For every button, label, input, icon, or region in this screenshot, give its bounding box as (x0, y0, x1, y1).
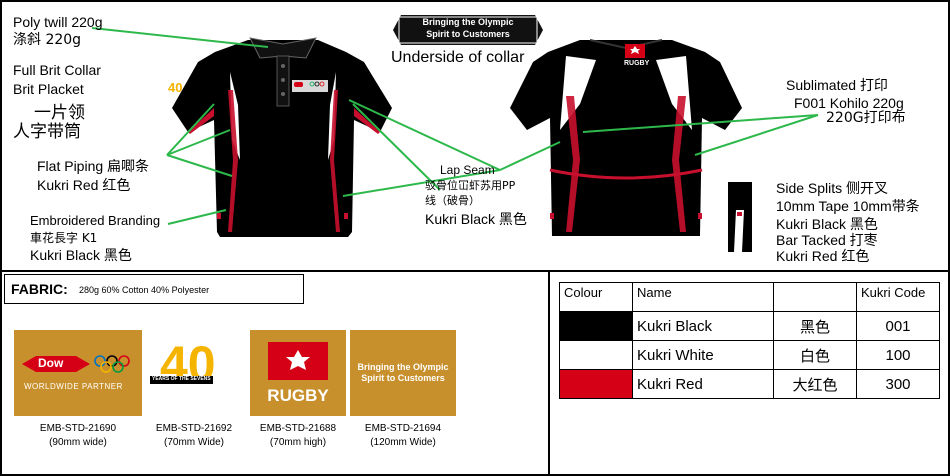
lap-seam-color: Kukri Black (425, 211, 496, 227)
section-divider-horizontal (0, 270, 950, 272)
bar-color: Kukri Red (776, 248, 838, 264)
row-code: 100 (856, 340, 940, 370)
fabric-code-zh: 220G打印布 (826, 110, 906, 126)
placket-label: Brit Placket (13, 81, 84, 97)
fabric-label: FABRIC: (11, 281, 68, 297)
piping-color: Kukri Red (37, 177, 99, 193)
row-code: 001 (856, 311, 940, 341)
forty-brand: 40 (160, 336, 216, 392)
back-badge-text: RUGBY (624, 60, 650, 67)
piping-label: Flat Piping (37, 158, 104, 174)
logo-rugby: RUGBY (250, 330, 346, 416)
logo-dow: Dow WORLDWIDE PARTNER (14, 330, 142, 416)
collar-zh: 一片领 (34, 103, 85, 123)
logo-40-years: 40 YEARS OF THE SEVENS (148, 330, 240, 416)
colour-table-header: Colour Name Kukri Code (559, 282, 940, 312)
embroidered-label: Embroidered Branding (30, 213, 161, 228)
placket-zh: 人字带筒 (13, 122, 81, 142)
header-blank (773, 282, 857, 312)
lap-seam-zh2: 线（破骨） (425, 194, 480, 207)
forty-sub: YEARS OF THE SEVENS (150, 376, 213, 384)
embroidered-color-zh: 黑色 (103, 248, 132, 264)
underside-collar-label: Underside of collar (391, 49, 525, 66)
header-name: Name (632, 282, 774, 312)
lap-seam-color-zh: 黑色 (498, 212, 527, 228)
row-zh: 黑色 (773, 311, 857, 341)
garment-illustrations: 40 (91, 27, 819, 252)
spirit-line1: Bringing the Olympic (357, 362, 449, 372)
tape-zh: 带条 (891, 199, 920, 215)
side-splits-zh: 侧开叉 (846, 181, 889, 197)
row-name: Kukri Black (632, 311, 774, 341)
tape-color-zh: 黑色 (849, 217, 878, 233)
collar-print-line2: Spirit to Customers (426, 29, 510, 39)
swatch-black (559, 311, 633, 341)
svg-text:40: 40 (168, 80, 182, 95)
collar-print-banner (393, 15, 543, 45)
row-name: Kukri White (632, 340, 774, 370)
dow-brand: Dow (38, 356, 64, 370)
bar-color-zh: 红色 (841, 249, 870, 265)
dow-sub: WORLDWIDE PARTNER (24, 382, 123, 391)
embroidered-zh: 車花長字 K1 (30, 231, 98, 245)
fabric-code: F001 Kohilo 220g (794, 95, 904, 111)
header-code: Kukri Code (856, 282, 940, 312)
table-row: Kukri White 白色 100 (559, 340, 940, 370)
back-shirt (510, 39, 742, 236)
logo-caption-3: EMB-STD-21688(70mm high) (259, 423, 337, 448)
collar-label: Full Brit Collar (13, 62, 101, 78)
collar-print-line1: Bringing the Olympic (422, 17, 514, 27)
side-splits-label: Side Splits (776, 180, 843, 196)
colour-table: Colour Name Kukri Code Kukri Black 黑色 00… (559, 282, 940, 399)
section-divider-vertical (548, 271, 550, 476)
lap-seam-label: Lap Seam (440, 163, 495, 177)
callout-lines (91, 27, 819, 225)
sublimated-zh: 打印 (859, 78, 888, 94)
tape-label: 10mm Tape 10mm (776, 198, 892, 214)
swatch-white (559, 340, 633, 370)
logo-caption-4: EMB-STD-21694(120mm Wide) (364, 423, 442, 448)
logo-caption-1: EMB-STD-21690(90mm wide) (39, 423, 117, 448)
rugby-brand: RUGBY (267, 386, 329, 405)
side-split-detail (728, 182, 752, 252)
row-zh: 白色 (773, 340, 857, 370)
lap-seam-zh1: 驳骨位冚虾苏用PP (425, 179, 516, 192)
table-row: Kukri Red 大红色 300 (559, 369, 940, 399)
fabric-box: FABRIC: 280g 60% Cotton 40% Polyester (4, 274, 304, 304)
poly-twill-label: Poly twill 220g (13, 14, 103, 30)
logo-caption-2: EMB-STD-21692(70mm Wide) (155, 423, 233, 448)
front-shirt (172, 37, 392, 237)
piping-zh: 扁唧条 (107, 159, 150, 175)
embroidered-color: Kukri Black (30, 247, 101, 263)
bar-tacked-label: Bar Tacked (776, 232, 846, 248)
row-code: 300 (856, 369, 940, 399)
row-name: Kukri Red (632, 369, 774, 399)
tape-color: Kukri Black (776, 216, 847, 232)
swatch-red (559, 369, 633, 399)
header-colour: Colour (559, 282, 633, 312)
poly-twill-zh: 涤斜 220g (13, 32, 82, 48)
logo-olympic-spirit: Bringing the Olympic Spirit to Customers (350, 330, 456, 416)
fabric-value: 280g 60% Cotton 40% Polyester (79, 285, 210, 295)
piping-color-zh: 红色 (102, 178, 131, 194)
spirit-line2: Spirit to Customers (361, 373, 445, 383)
row-zh: 大红色 (773, 369, 857, 399)
bar-tacked-zh: 打枣 (849, 233, 878, 249)
table-row: Kukri Black 黑色 001 (559, 311, 940, 341)
sublimated-label: Sublimated (786, 77, 857, 93)
